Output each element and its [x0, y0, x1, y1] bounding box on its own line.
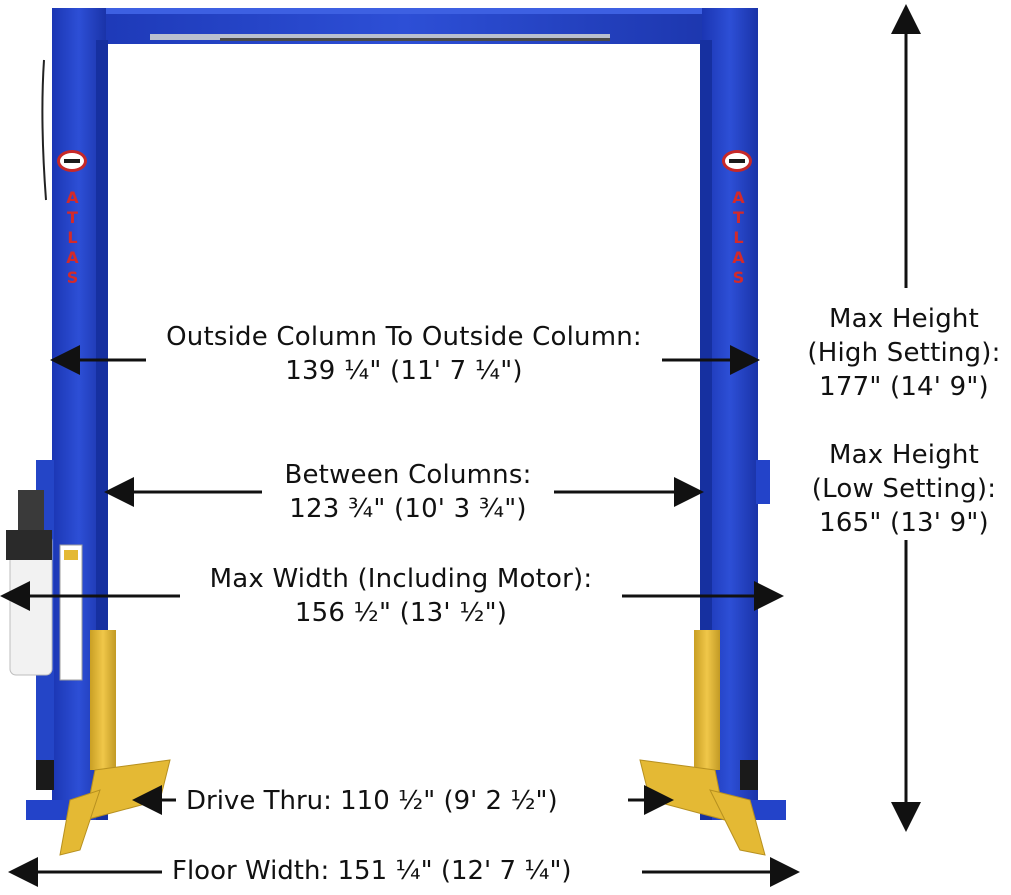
- overhead-beam: [52, 8, 758, 44]
- drive-thru-label: Drive Thru:: [186, 786, 332, 816]
- outside-column-value: 139 ¼" (11' 7 ¼"): [285, 356, 523, 386]
- right-column-brand-label: ATLAS: [729, 188, 748, 288]
- left-column-logo: [57, 150, 87, 172]
- drive-thru-dimension: Drive Thru: 110 ½" (9' 2 ½"): [186, 784, 558, 818]
- left-column: [26, 8, 108, 820]
- max-height-high-line1: Max Height: [829, 304, 979, 334]
- floor-width-dimension: Floor Width: 151 ¼" (12' 7 ¼"): [172, 854, 572, 888]
- outside-column-dimension: Outside Column To Outside Column: 139 ¼"…: [146, 320, 662, 388]
- max-width-value: 156 ½" (13' ½"): [294, 598, 508, 628]
- right-column-brand-text: ATLAS: [728, 188, 748, 292]
- max-height-low-line1: Max Height: [829, 440, 979, 470]
- left-column-brand-label: ATLAS: [63, 188, 82, 288]
- max-width-label: Max Width (Including Motor):: [209, 564, 593, 594]
- max-height-high-dimension: Max Height (High Setting): 177" (14' 9"): [806, 302, 1002, 404]
- right-lift-arms: [639, 630, 766, 856]
- left-lift-arms: [36, 630, 171, 856]
- right-column-logo: [722, 150, 752, 172]
- between-columns-value: 123 ¾" (10' 3 ¾"): [289, 494, 527, 524]
- max-width-dimension: Max Width (Including Motor): 156 ½" (13'…: [180, 562, 622, 630]
- max-height-low-value: 165" (13' 9"): [819, 508, 989, 538]
- max-height-low-dimension: Max Height (Low Setting): 165" (13' 9"): [806, 438, 1002, 540]
- max-height-high-line2: (High Setting):: [807, 338, 1001, 368]
- left-column-brand-text: ATLAS: [62, 188, 82, 292]
- between-columns-label: Between Columns:: [284, 460, 532, 490]
- outside-column-label: Outside Column To Outside Column:: [166, 322, 642, 352]
- max-height-high-value: 177" (14' 9"): [819, 372, 989, 402]
- floor-width-label: Floor Width:: [172, 856, 330, 886]
- drive-thru-value: 110 ½" (9' 2 ½"): [340, 786, 558, 816]
- max-height-low-line2: (Low Setting):: [811, 474, 997, 504]
- between-columns-dimension: Between Columns: 123 ¾" (10' 3 ¾"): [262, 458, 554, 526]
- floor-width-value: 151 ¼" (12' 7 ¼"): [337, 856, 572, 886]
